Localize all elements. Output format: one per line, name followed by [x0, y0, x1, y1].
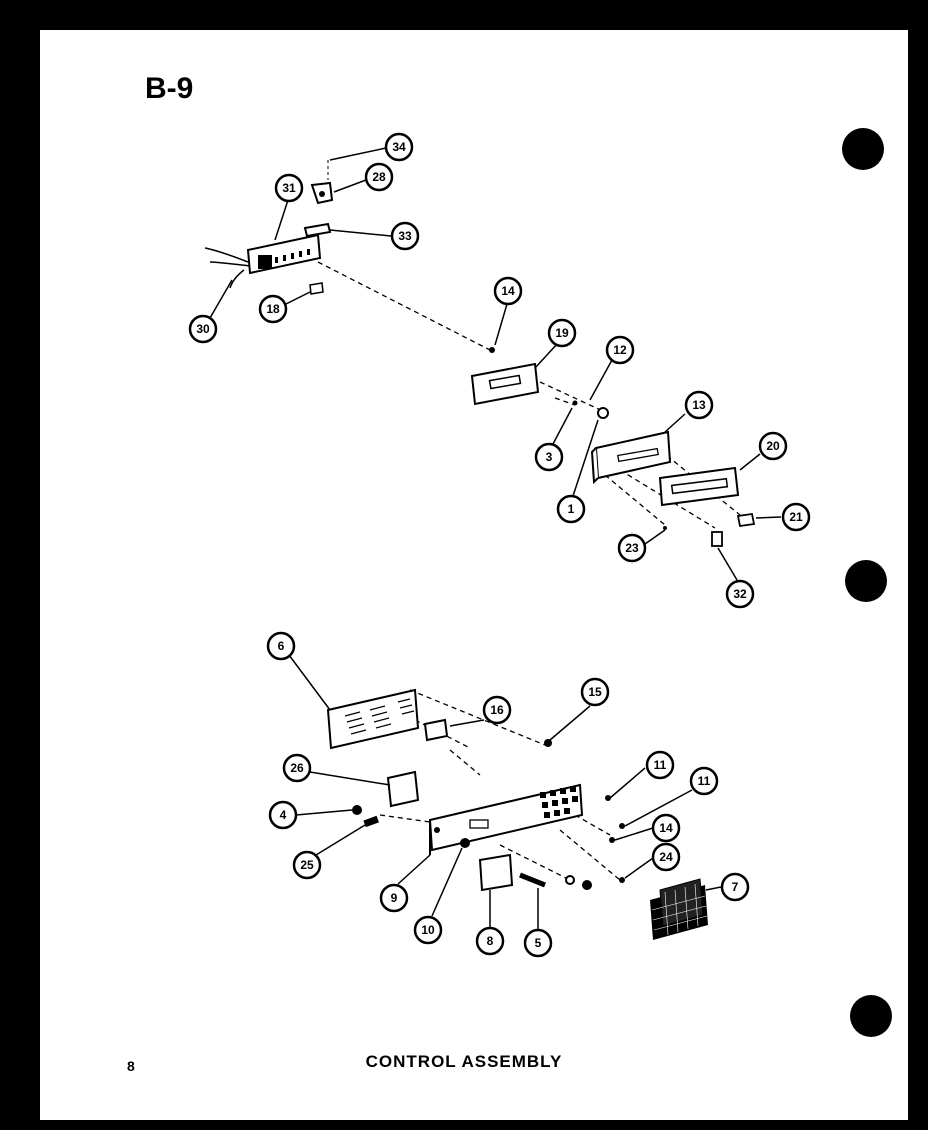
relay-part [423, 718, 449, 742]
callout-21: 21 [781, 502, 811, 532]
callout-text: 19 [555, 326, 569, 340]
callout-13: 13 [684, 390, 714, 420]
knob-part [572, 400, 609, 419]
callout-text: 11 [698, 774, 711, 788]
page-id: B-9 [145, 72, 194, 105]
callout-10: 10 [413, 915, 443, 945]
callout-labels: 34 28 31 33 30 18 14 19 12 3 13 1 20 21 23 32 6 16 15 26 11 1… [188, 132, 811, 958]
callout-text: 14 [501, 284, 515, 298]
callout-text: 3 [546, 450, 553, 464]
callout-text: 24 [659, 850, 673, 864]
callout-text: 26 [290, 761, 304, 775]
button-part [736, 512, 756, 528]
callout-text: 30 [196, 322, 210, 336]
cover-plate-part [326, 688, 420, 750]
binder-hole [850, 995, 892, 1037]
callout-text: 28 [372, 170, 386, 184]
callout-text: 7 [732, 880, 739, 894]
switch-part [310, 160, 334, 205]
callout-18: 18 [258, 294, 288, 324]
callout-23: 23 [617, 533, 647, 563]
page-number: 8 [127, 1058, 135, 1074]
callout-text: 11 [654, 758, 667, 772]
callout-text: 6 [278, 639, 285, 653]
overlay-part [658, 466, 740, 507]
callout-text: 8 [487, 934, 494, 948]
callout-5: 5 [523, 928, 553, 958]
leader-lines [209, 147, 782, 929]
callout-12: 12 [605, 335, 635, 365]
callout-text: 18 [266, 302, 280, 316]
binder-hole [845, 560, 887, 602]
callout-text: 20 [766, 439, 780, 453]
callout-text: 25 [300, 858, 314, 872]
callout-text: 23 [625, 541, 639, 555]
callout-31: 31 [274, 173, 304, 203]
callout-16: 16 [482, 695, 512, 725]
callout-3: 3 [534, 442, 564, 472]
filter-screen-part [650, 878, 708, 940]
control-board-part [428, 783, 584, 855]
label-part [711, 531, 723, 547]
callout-text: 34 [392, 140, 406, 154]
clip-part [309, 282, 324, 295]
callout-28: 28 [364, 162, 394, 192]
callout-text: 12 [613, 343, 627, 357]
callout-9: 9 [379, 883, 409, 913]
diagram-sheet [40, 30, 908, 1120]
callout-6: 6 [266, 631, 296, 661]
callout-text: 13 [692, 398, 706, 412]
switch-housing-part [386, 770, 420, 808]
callout-14: 14 [493, 276, 523, 306]
callout-30: 30 [188, 314, 218, 344]
callout-1: 1 [556, 494, 586, 524]
callout-7: 7 [720, 872, 750, 902]
callout-text: 9 [391, 891, 398, 905]
diagram-caption: CONTROL ASSEMBLY [365, 1052, 563, 1071]
callout-11: 11 [689, 766, 719, 796]
transformer-part [478, 853, 514, 892]
callout-33: 33 [390, 221, 420, 251]
callout-text: 10 [421, 923, 435, 937]
callout-26: 26 [282, 753, 312, 783]
callout-14: 14 [651, 813, 681, 843]
callout-24: 24 [651, 842, 681, 872]
callout-text: 15 [588, 685, 602, 699]
callout-text: 1 [568, 502, 575, 516]
callout-34: 34 [384, 132, 414, 162]
callout-15: 15 [580, 677, 610, 707]
callout-25: 25 [292, 850, 322, 880]
callout-text: 33 [398, 229, 412, 243]
assembly-lines [317, 261, 741, 881]
sensor-part [519, 872, 546, 888]
callout-text: 14 [659, 821, 673, 835]
callout-text: 31 [282, 181, 296, 195]
callout-32: 32 [725, 579, 755, 609]
binder-hole [842, 128, 884, 170]
hardware-parts [352, 739, 625, 890]
callout-text: 4 [280, 808, 287, 822]
terminal-board-part [204, 233, 322, 289]
bracket-part [303, 222, 332, 238]
callout-20: 20 [758, 431, 788, 461]
callout-11: 11 [645, 750, 675, 780]
callout-text: 16 [490, 703, 504, 717]
callout-text: 32 [733, 587, 747, 601]
callout-19: 19 [547, 318, 577, 348]
callout-8: 8 [475, 926, 505, 956]
screw-part [663, 526, 667, 530]
control-bracket-part [470, 347, 540, 406]
callout-4: 4 [268, 800, 298, 830]
control-panel-part [590, 430, 672, 485]
callout-text: 5 [535, 936, 542, 950]
callout-text: 21 [789, 510, 803, 524]
